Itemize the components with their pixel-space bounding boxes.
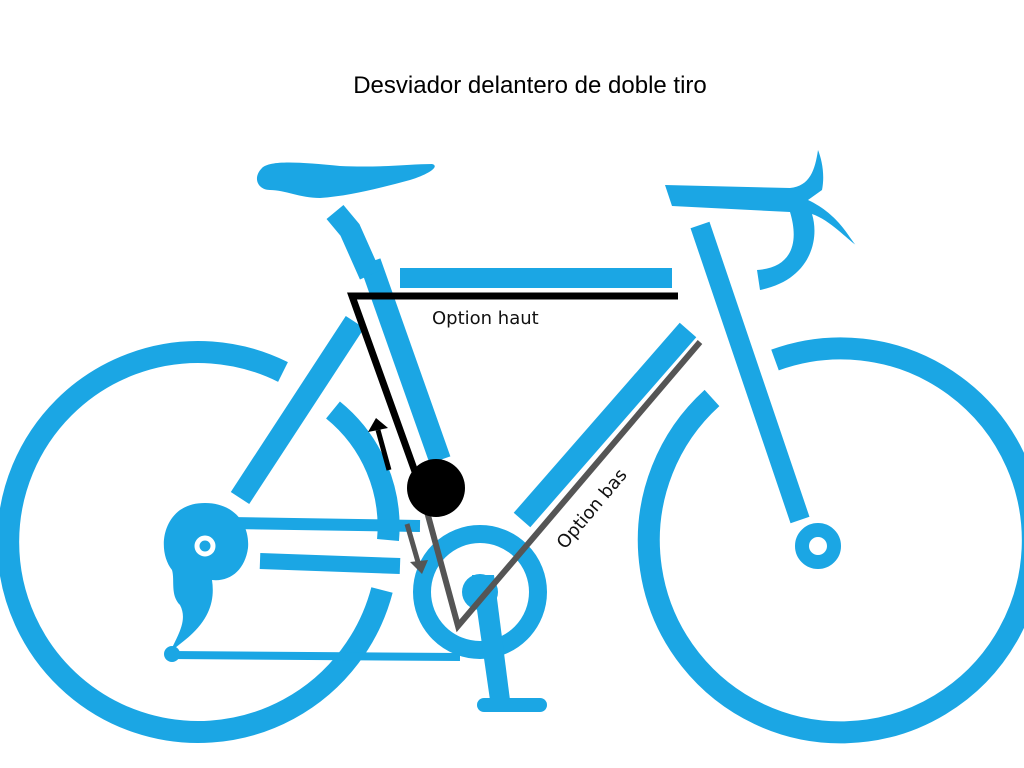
chain-stay-upper — [229, 517, 421, 532]
pedal — [477, 698, 547, 712]
cable-routing — [347, 292, 703, 633]
chain-stay-lower — [259, 553, 401, 574]
rear-derailleur — [163, 503, 249, 652]
derailleur-pulley — [164, 646, 180, 662]
crank-hub — [462, 574, 498, 610]
chain-bottom — [169, 651, 461, 661]
cable-pulley — [407, 459, 465, 517]
fork — [690, 221, 810, 524]
front-hub — [795, 523, 841, 569]
chainring — [413, 525, 547, 659]
seatpost — [326, 204, 381, 280]
bicycle — [0, 204, 1024, 744]
down-tube — [513, 322, 697, 528]
front-wheel — [637, 337, 1024, 744]
rear-wheel — [0, 341, 393, 744]
arrow-down-icon — [404, 523, 428, 574]
diagram-title: Desviador delantero de doble tiro — [353, 72, 707, 99]
saddle — [256, 162, 435, 198]
top-option-label: Option haut — [432, 308, 539, 329]
handlebar-stem — [665, 150, 856, 290]
arrow-up-icon — [368, 418, 392, 471]
bottom-option-cable — [423, 340, 703, 633]
rear-hub — [194, 535, 216, 557]
bicycle-solids — [163, 150, 856, 712]
top-option-cable — [347, 292, 678, 482]
seat-stay — [230, 315, 365, 505]
